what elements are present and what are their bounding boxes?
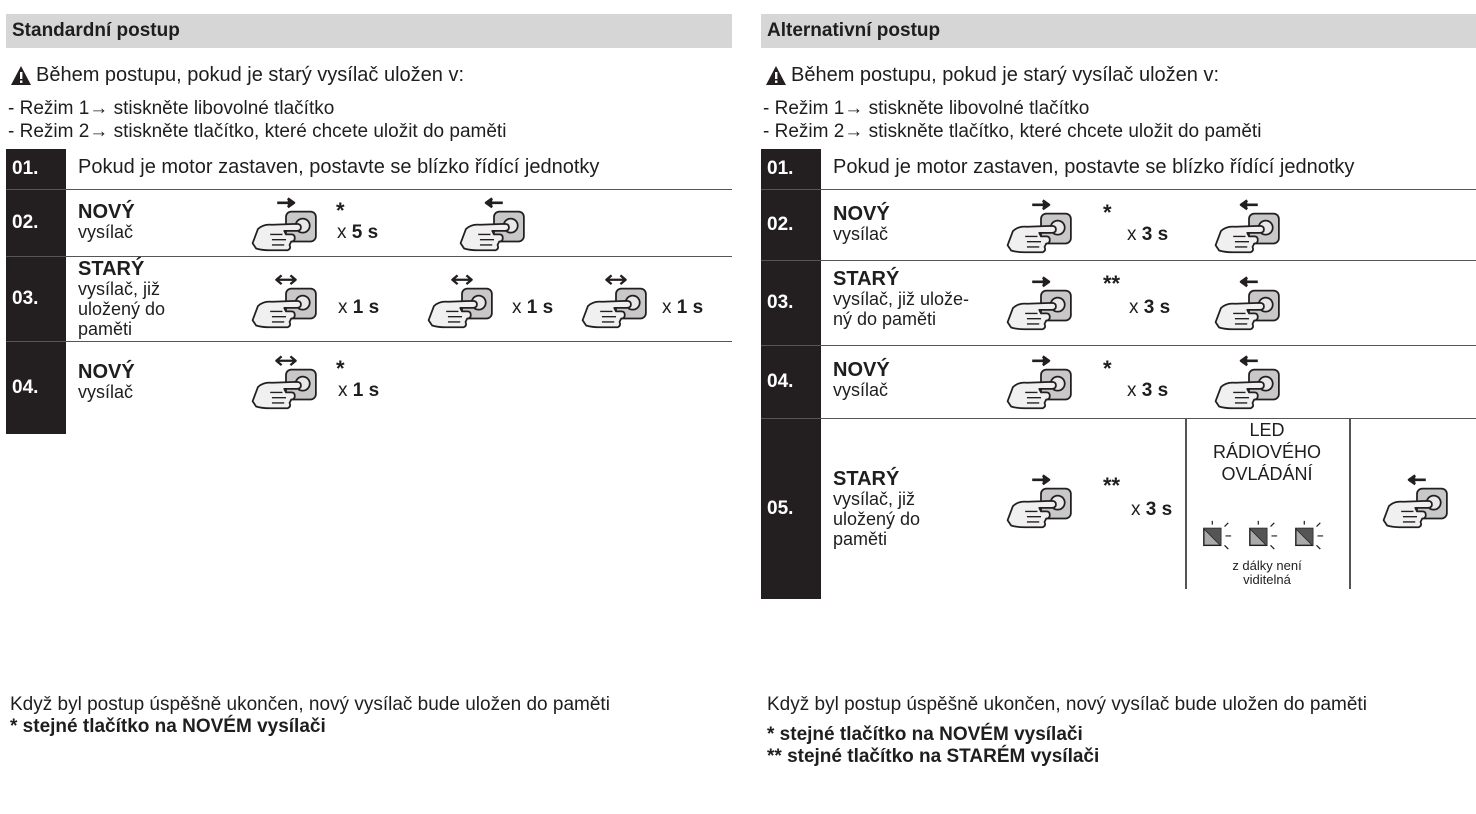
led-blink-group	[1199, 519, 1327, 551]
warning-text: Během postupu, pokud je starý vysílač ul…	[36, 63, 465, 86]
step-number: 04.	[761, 346, 821, 418]
hand-release-left-icon	[1382, 474, 1448, 529]
hold-time: x 3 s	[1129, 297, 1171, 318]
hand-press-right-icon	[1006, 474, 1072, 529]
hand-press-both-icon	[581, 274, 647, 329]
star-mark: **	[1103, 271, 1121, 296]
hand-press-right-icon	[1006, 276, 1072, 331]
star-mark: **	[1103, 473, 1121, 498]
mode-2: - Režim 2→ stiskněte tlačítko, které chc…	[763, 121, 1262, 142]
hold-time: x 1 s	[512, 297, 554, 318]
mode-1: - Režim 1→ stiskněte libovolné tlačítko	[763, 98, 1090, 119]
hold-time: x 5 s	[337, 222, 379, 243]
hold-time: x 1 s	[338, 380, 380, 401]
step-number: 05.	[761, 419, 821, 599]
hand-press-right-icon	[251, 197, 317, 252]
mode-list: - Režim 1→ stiskněte libovolné tlačítko …	[761, 97, 1476, 143]
completion-text: Když byl postup úspěšně ukončen, nový vy…	[10, 694, 722, 738]
warning-triangle-icon	[766, 65, 786, 85]
warning-triangle-icon	[11, 65, 31, 85]
divider	[1349, 419, 1351, 589]
hold-time: x 3 s	[1127, 224, 1169, 245]
footnote-new: * stejné tlačítko na NOVÉM vysílači	[767, 724, 1083, 745]
hand-release-left-icon	[1214, 276, 1280, 331]
step-number: 03.	[6, 257, 66, 341]
mode-2: - Režim 2→ stiskněte tlačítko, které chc…	[8, 121, 507, 142]
step-01: 01. Pokud je motor zastaven, postavte se…	[761, 149, 1476, 190]
footnote-new: * stejné tlačítko na NOVÉM vysílači	[10, 716, 326, 737]
step-number: 03.	[761, 261, 821, 345]
led-blink-icon	[1249, 520, 1278, 550]
step-text: Pokud je motor zastaven, postavte se blí…	[833, 156, 1355, 178]
divider	[1185, 419, 1187, 589]
alternative-procedure-section: Alternativní postup Během postupu, pokud…	[761, 14, 1476, 767]
mode-1: - Režim 1→ stiskněte libovolné tlačítko	[8, 98, 335, 119]
step-number: 04.	[6, 342, 66, 434]
hand-press-right-icon	[1006, 355, 1072, 410]
hand-press-both-icon	[427, 274, 493, 329]
hand-release-left-icon	[459, 197, 525, 252]
hand-press-both-icon	[251, 355, 317, 410]
hold-time: x 1 s	[662, 297, 704, 318]
star-mark: *	[1103, 356, 1112, 381]
steps-table: 01. Pokud je motor zastaven, postavte se…	[761, 149, 1476, 599]
steps-table: 01. Pokud je motor zastaven, postavte se…	[6, 149, 732, 434]
hold-time: x 3 s	[1127, 380, 1169, 401]
hand-press-both-icon	[251, 274, 317, 329]
hand-release-left-icon	[1214, 355, 1280, 410]
mode-list: - Režim 1→ stiskněte libovolné tlačítko …	[6, 97, 732, 143]
warning-text: Během postupu, pokud je starý vysílač ul…	[791, 63, 1220, 86]
footnote-old: ** stejné tlačítko na STARÉM vysílači	[767, 746, 1100, 767]
step-01: 01. Pokud je motor zastaven, postavte se…	[6, 149, 732, 190]
step-number: 01.	[6, 149, 66, 189]
led-blink-icon	[1295, 520, 1324, 550]
hand-release-left-icon	[1214, 199, 1280, 254]
warning-line: Během postupu, pokud je starý vysílač ul…	[6, 60, 732, 90]
hold-time: x 3 s	[1131, 499, 1173, 520]
star-mark: *	[1103, 200, 1112, 225]
step-text: Pokud je motor zastaven, postavte se blí…	[78, 156, 600, 178]
standard-procedure-section: Standardní postup Během postupu, pokud j…	[6, 14, 732, 737]
step-number: 02.	[761, 190, 821, 260]
hold-time: x 1 s	[338, 297, 380, 318]
hand-press-right-icon	[1006, 199, 1072, 254]
led-blink-icon	[1203, 520, 1232, 550]
step-number: 01.	[761, 149, 821, 189]
step-number: 02.	[6, 190, 66, 256]
section-title: Alternativní postup	[761, 14, 1476, 48]
star-mark: *	[336, 356, 345, 381]
completion-text: Když byl postup úspěšně ukončen, nový vy…	[767, 694, 1471, 768]
star-mark: *	[336, 198, 345, 223]
section-title: Standardní postup	[6, 14, 732, 48]
warning-line: Během postupu, pokud je starý vysílač ul…	[761, 60, 1476, 90]
